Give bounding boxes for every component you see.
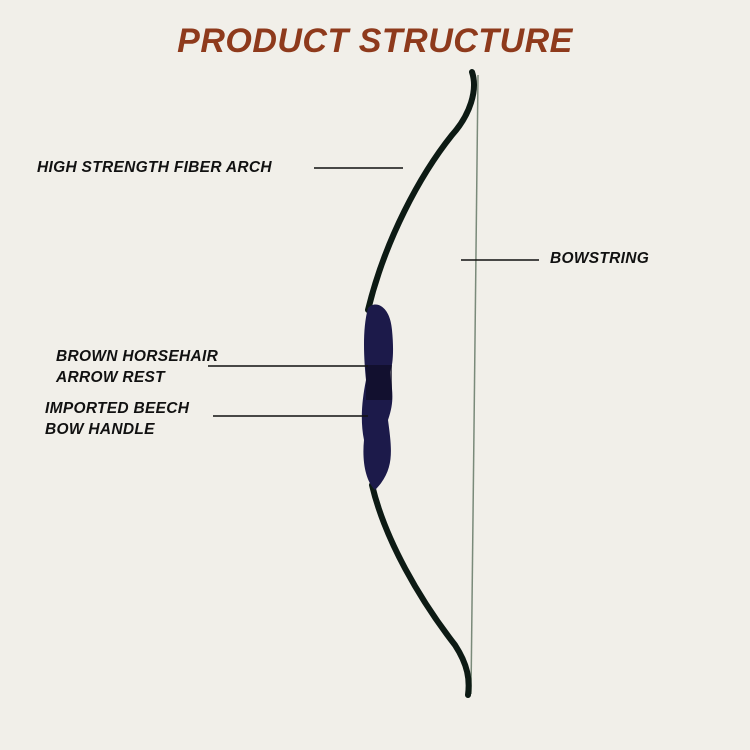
lower-limb [369,482,472,698]
handle-label-line2: BOW HANDLE [45,421,155,438]
handle-label: IMPORTED BEECH BOW HANDLE [45,398,189,440]
arrow-rest-label-line1: BROWN HORSEHAIR [56,348,219,365]
bowstring-label: BOWSTRING [550,250,650,267]
handle-label-line1: IMPORTED BEECH [45,400,190,417]
bowstring [470,74,479,695]
arrow-rest-label: BROWN HORSEHAIR ARROW REST [56,346,218,388]
upper-limb [365,69,477,313]
arrow-rest-label-line2: ARROW REST [56,369,165,386]
arch-label: HIGH STRENGTH FIBER ARCH [37,159,272,176]
page-title: PRODUCT STRUCTURE [177,22,573,60]
